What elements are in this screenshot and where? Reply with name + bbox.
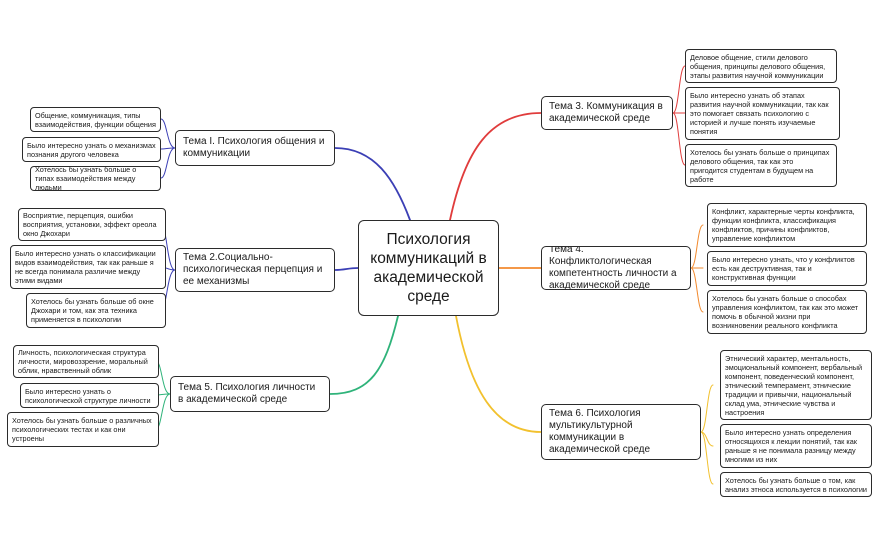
topic-5-item-3[interactable]: Хотелось бы узнать больше о различных пс…: [7, 412, 159, 447]
topic-4-item-3[interactable]: Хотелось бы узнать больше о способах упр…: [707, 290, 867, 334]
topic-6-item-1-text: Этнический характер, ментальность, эмоци…: [725, 353, 863, 417]
topic-4-item-2[interactable]: Было интересно узнать, что у конфликтов …: [707, 251, 867, 286]
link-topic-1-item-1: [160, 118, 176, 149]
topic-1-node[interactable]: Тема I. Психология общения и коммуникаци…: [175, 130, 335, 166]
topic-5-item-1-text: Личность, психологическая структура личн…: [18, 348, 148, 375]
central-topic-title: Психология коммуникаций в академической …: [370, 231, 487, 305]
topic-2-item-3-text: Хотелось бы узнать больше об окне Джохар…: [31, 297, 154, 324]
topic-4-item-1[interactable]: Конфликт, характерные черты конфликта, ф…: [707, 203, 867, 247]
topic-2-item-3[interactable]: Хотелось бы узнать больше об окне Джохар…: [26, 293, 166, 328]
topic-4-item-1-text: Конфликт, характерные черты конфликта, ф…: [712, 207, 855, 243]
topic-2-node[interactable]: Тема 2.Социально-психологическая перцепц…: [175, 248, 335, 292]
link-topic-4-item-1: [690, 224, 704, 269]
topic-5-item-2[interactable]: Было интересно узнать о психологической …: [20, 383, 159, 408]
topic-4-item-3-text: Хотелось бы узнать больше о способах упр…: [712, 294, 859, 330]
topic-5-node[interactable]: Тема 5. Психология личности в академичес…: [170, 376, 330, 412]
topic-2-title: Тема 2.Социально-психологическая перцепц…: [183, 252, 323, 287]
topic-3-item-1[interactable]: Деловое общение, стили делового общения,…: [685, 49, 837, 83]
topic-5-item-1[interactable]: Личность, психологическая структура личн…: [13, 345, 159, 378]
central-topic[interactable]: Психология коммуникаций в академической …: [358, 220, 499, 316]
topic-2-item-1-text: Восприятие, перцепция, ошибки восприятия…: [23, 211, 157, 238]
topic-3-item-2-text: Было интересно узнать об этапах развития…: [690, 91, 829, 136]
topic-5-item-2-text: Было интересно узнать о психологической …: [25, 386, 151, 405]
topic-4-title: Тема 4. Конфликтологическая компетентнос…: [549, 246, 677, 290]
topic-3-title: Тема 3. Коммуникация в академической сре…: [549, 101, 663, 124]
link-topic-6-item-3: [700, 431, 714, 485]
link-topic-6-item-1: [700, 384, 714, 433]
topic-1-item-1[interactable]: Общение, коммуникация, типы взаимодейств…: [30, 107, 161, 132]
topic-3-item-3[interactable]: Хотелось бы узнать больше о принципах де…: [685, 144, 837, 187]
topic-5-item-3-text: Хотелось бы узнать больше о различных пс…: [12, 416, 152, 443]
topic-2-item-2-text: Было интересно узнать о классификации ви…: [15, 249, 156, 285]
topic-1-item-3[interactable]: Хотелось бы узнать больше о типах взаимо…: [30, 166, 161, 191]
link-central-topic-5: [329, 315, 399, 395]
topic-1-item-2-text: Было интересно узнать о механизмах позна…: [27, 140, 156, 159]
topic-3-item-3-text: Хотелось бы узнать больше о принципах де…: [690, 147, 830, 184]
link-central-topic-1: [334, 147, 411, 221]
link-central-topic-3: [449, 112, 542, 221]
link-topic-4-item-3: [690, 267, 704, 313]
topic-6-item-3-text: Хотелось бы узнать больше о том, как ана…: [725, 475, 868, 494]
link-topic-1-item-3: [160, 147, 176, 179]
link-central-topic-2: [334, 267, 359, 271]
link-topic-3-item-1: [672, 65, 686, 114]
topic-5-title: Тема 5. Психология личности в академичес…: [178, 382, 316, 405]
topic-6-item-2[interactable]: Было интересно узнать определения относя…: [720, 424, 872, 468]
topic-1-title: Тема I. Психология общения и коммуникаци…: [183, 136, 325, 159]
topic-3-item-1-text: Деловое общение, стили делового общения,…: [690, 52, 826, 80]
topic-6-node[interactable]: Тема 6. Психология мультикультурной комм…: [541, 404, 701, 460]
topic-3-node[interactable]: Тема 3. Коммуникация в академической сре…: [541, 96, 673, 130]
topic-6-item-2-text: Было интересно узнать определения относя…: [725, 428, 857, 464]
topic-4-item-2-text: Было интересно узнать, что у конфликтов …: [712, 255, 855, 282]
topic-6-item-1[interactable]: Этнический характер, ментальность, эмоци…: [720, 350, 872, 420]
topic-1-item-1-text: Общение, коммуникация, типы взаимодейств…: [35, 110, 156, 129]
topic-2-item-2[interactable]: Было интересно узнать о классификации ви…: [10, 245, 166, 289]
topic-6-title: Тема 6. Психология мультикультурной комм…: [549, 408, 651, 455]
topic-4-node[interactable]: Тема 4. Конфликтологическая компетентнос…: [541, 246, 691, 290]
topic-1-item-2[interactable]: Было интересно узнать о механизмах позна…: [22, 137, 161, 162]
link-central-topic-6: [455, 315, 542, 433]
topic-2-item-1[interactable]: Восприятие, перцепция, ошибки восприятия…: [18, 208, 166, 241]
link-topic-3-item-3: [672, 112, 686, 166]
topic-3-item-2[interactable]: Было интересно узнать об этапах развития…: [685, 87, 840, 140]
topic-1-item-3-text: Хотелось бы узнать больше о типах взаимо…: [35, 166, 137, 191]
topic-6-item-3[interactable]: Хотелось бы узнать больше о том, как ана…: [720, 472, 872, 497]
